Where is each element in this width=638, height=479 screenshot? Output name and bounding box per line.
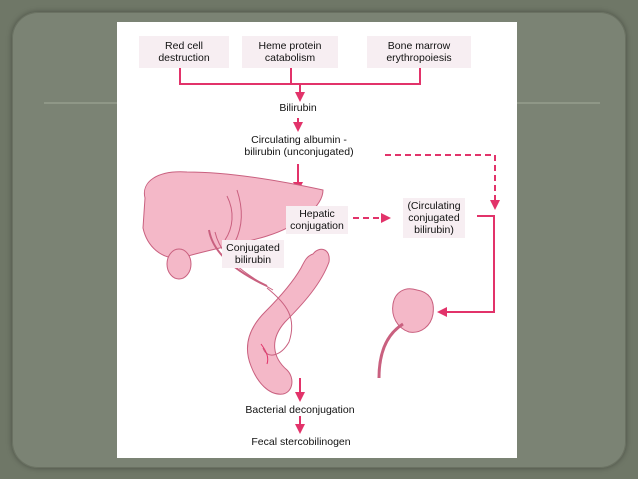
source-heme-line2: catabolism <box>264 52 316 64</box>
bilirubin-metabolism-figure: Red cell destruction Heme protein catabo… <box>117 22 517 458</box>
source-marrow: Bone marrow erythropoiesis <box>367 40 471 64</box>
gallbladder-icon <box>166 248 192 280</box>
node-conjugated-bilirubin: Conjugated bilirubin <box>213 240 293 268</box>
node-albumin: Circulating albumin - bilirubin (unconju… <box>213 134 385 158</box>
source-heme-line1: Heme protein <box>258 40 322 52</box>
source-red-cell-line1: Red cell <box>165 40 203 52</box>
node-bilirubin: Bilirubin <box>279 102 317 114</box>
node-conjugated-line2: bilirubin <box>234 254 272 266</box>
node-circulating-conjugated: (Circulating conjugated bilirubin) <box>389 198 479 238</box>
source-red-cell-line2: destruction <box>158 52 210 64</box>
main-chain-arrows <box>293 118 305 434</box>
kidney-icon <box>392 288 434 333</box>
node-circ-conj-line3: bilirubin) <box>414 224 454 236</box>
source-box-red-cell <box>139 36 229 68</box>
node-albumin-line2: bilirubin (unconjugated) <box>244 146 354 158</box>
source-marrow-line2: erythropoiesis <box>386 52 452 64</box>
node-bacterial-deconjugation: Bacterial deconjugation <box>245 404 355 416</box>
node-hepatic-line2: conjugation <box>290 220 344 232</box>
source-box-heme <box>242 36 338 68</box>
intestine-icon <box>247 248 330 395</box>
node-circ-conj-line2: conjugated <box>408 212 460 224</box>
node-conjugated-line1: Conjugated <box>226 242 280 254</box>
kidney-pathway <box>437 215 495 317</box>
top-collector-arrows <box>179 68 421 102</box>
node-hepatic-conjugation: Hepatic conjugation <box>281 206 353 234</box>
node-fecal-stercobilinogen: Fecal stercobilinogen <box>251 436 351 448</box>
node-albumin-line1: Circulating albumin - <box>251 134 347 146</box>
source-red-cell: Red cell destruction <box>139 40 229 64</box>
dashed-pathways <box>353 154 500 223</box>
source-heme: Heme protein catabolism <box>242 40 338 64</box>
diagram-graphics <box>139 36 500 434</box>
source-box-marrow <box>367 36 471 68</box>
node-circ-conj-line1: (Circulating <box>407 200 461 212</box>
source-marrow-line1: Bone marrow <box>387 40 451 52</box>
node-hepatic-line1: Hepatic <box>299 208 335 220</box>
